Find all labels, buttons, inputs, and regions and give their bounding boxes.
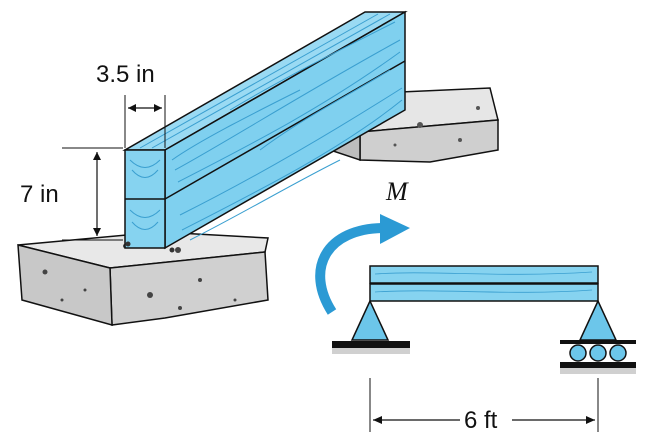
wood-grain bbox=[171, 21, 403, 241]
concrete-block-front bbox=[17, 231, 269, 326]
moment-label: M bbox=[385, 177, 409, 206]
height-dimension: 7 in bbox=[20, 147, 123, 241]
beam-schematic: M 6 ft bbox=[315, 177, 636, 434]
beam-3d-illustration bbox=[17, 10, 499, 326]
pin-support-icon bbox=[332, 299, 410, 354]
span-dimension: 6 ft bbox=[369, 378, 599, 434]
width-dimension: 3.5 in bbox=[96, 61, 166, 148]
curved-arrow-icon bbox=[315, 214, 410, 315]
span-label: 6 ft bbox=[464, 407, 498, 434]
roller-support-icon bbox=[560, 299, 636, 374]
end-grain bbox=[129, 159, 161, 230]
width-label: 3.5 in bbox=[96, 61, 155, 88]
height-label: 7 in bbox=[20, 181, 59, 208]
